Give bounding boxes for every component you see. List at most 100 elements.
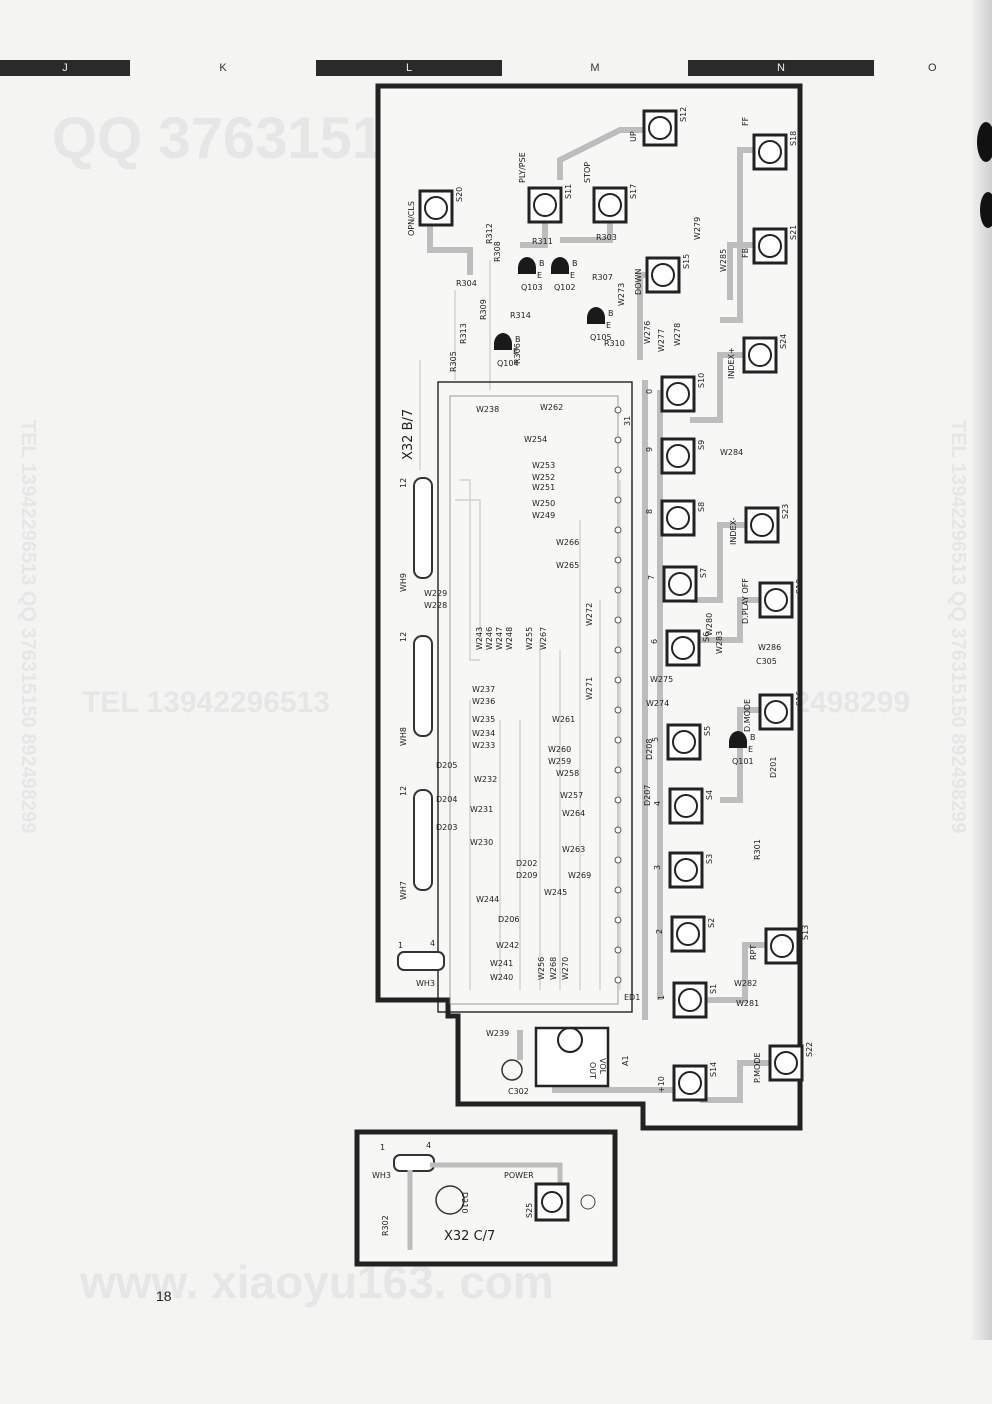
button-ref: S12 — [679, 107, 688, 122]
button-ref: S17 — [629, 184, 638, 199]
wire-w232: W232 — [474, 775, 497, 784]
button-s1: S11 — [657, 981, 718, 1019]
transistor-pin-e: E — [748, 745, 753, 754]
diode-d204: D204 — [436, 795, 457, 804]
button-s7: S77 — [647, 565, 708, 603]
power-label: POWER — [504, 1171, 534, 1180]
transistor-pin-b: B — [539, 259, 545, 268]
transistor-pin-e: E — [606, 321, 611, 330]
button-label: INDEX+ — [727, 347, 736, 379]
transistor-pin-e: E — [537, 271, 542, 280]
diode-d201: D201 — [769, 757, 778, 778]
display-pads — [614, 406, 622, 984]
jack-vol: VOL — [598, 1058, 607, 1075]
button-ref: S6 — [702, 632, 711, 642]
button-ref: S10 — [697, 373, 706, 388]
resistor-r308: R308 — [493, 241, 502, 262]
button-ref: S23 — [781, 504, 790, 519]
button-label: 5 — [651, 737, 660, 742]
pin-31: 31 — [623, 416, 632, 426]
wire-w262: W262 — [540, 403, 563, 412]
button-s9: S99 — [645, 437, 706, 475]
wire-w229: W229 — [424, 589, 447, 598]
transistor-label: Q102 — [554, 283, 576, 292]
button-s8: S88 — [645, 499, 706, 537]
binder-hole-bottom — [980, 192, 992, 228]
transistor-pin-b: B — [572, 259, 578, 268]
wire-w253: W253 — [532, 461, 555, 470]
wire-w247: W247 — [495, 627, 504, 650]
jack-out: OUT — [588, 1062, 597, 1079]
transistor-pin-e: E — [513, 347, 518, 356]
button-s3: S33 — [653, 851, 714, 889]
wire-w264: W264 — [562, 809, 585, 818]
button-ref: S15 — [682, 254, 691, 269]
small-board-resistor: R302 — [381, 1215, 390, 1236]
diode-d206: D206 — [498, 915, 519, 924]
power-button-pad: POWER S25 — [504, 1171, 596, 1222]
resistor-r303: R303 — [596, 233, 617, 242]
resistor-r314: R314 — [510, 311, 531, 320]
wire-w259: W259 — [548, 757, 571, 766]
power-ref: S25 — [525, 1203, 534, 1218]
diode-d209: D209 — [516, 871, 537, 880]
wire-w274: W274 — [646, 699, 669, 708]
headphone-jack: OUT VOL A1 — [501, 1026, 630, 1088]
resistor-r304: R304 — [456, 279, 477, 288]
pin-4-wh3: 4 — [430, 939, 435, 948]
wire-w260: W260 — [548, 745, 571, 754]
binder-hole-top — [977, 122, 992, 162]
capacitor-c305: C305 — [756, 657, 777, 666]
wire-w272: W272 — [585, 603, 594, 626]
wire-w283: W283 — [715, 631, 724, 654]
svg-text:WH3: WH3 — [416, 979, 435, 988]
button-s6: S66 — [650, 629, 711, 667]
small-board-diode: D210 — [435, 1185, 469, 1215]
transistor-label: Q103 — [521, 283, 543, 292]
button-ref: S13 — [801, 925, 810, 940]
wire-w255: W255 — [525, 627, 534, 650]
button-label: 7 — [647, 575, 656, 580]
wire-w254: W254 — [524, 435, 547, 444]
button-label: FF — [741, 116, 750, 126]
button-label: 4 — [653, 801, 662, 806]
button-ref: S16 — [795, 691, 804, 706]
small-board-outline — [354, 1129, 618, 1267]
transistor-pin-b: B — [608, 309, 614, 318]
svg-text:D210: D210 — [460, 1192, 469, 1213]
watermark-middle: TEL 13942296513 — [82, 686, 330, 719]
resistor-r311: R311 — [532, 237, 553, 246]
transistor-label: Q104 — [497, 359, 519, 368]
resistor-r301: R301 — [753, 839, 762, 860]
button-ref: S19 — [795, 579, 804, 594]
wire-w279: W279 — [693, 217, 702, 240]
wire-w267: W267 — [539, 627, 548, 650]
button-s5: S55 — [651, 723, 712, 761]
wire-w257: W257 — [560, 791, 583, 800]
wire-w284: W284 — [720, 448, 743, 457]
button-ref: S18 — [789, 131, 798, 146]
wire-w231: W231 — [470, 805, 493, 814]
button-ref: S8 — [697, 502, 706, 512]
wire-w266: W266 — [556, 538, 579, 547]
wire-w258: W258 — [556, 769, 579, 778]
button-label: INDEX- — [729, 517, 738, 545]
button-label: STOP — [583, 162, 592, 183]
wire-w240: W240 — [490, 973, 513, 982]
wire-w280: W280 — [705, 613, 714, 636]
pin-12-wh9: 12 — [399, 478, 408, 488]
button-label: 1 — [657, 995, 666, 1000]
pin-12-wh7: 12 — [399, 786, 408, 796]
wire-w249: W249 — [532, 511, 555, 520]
